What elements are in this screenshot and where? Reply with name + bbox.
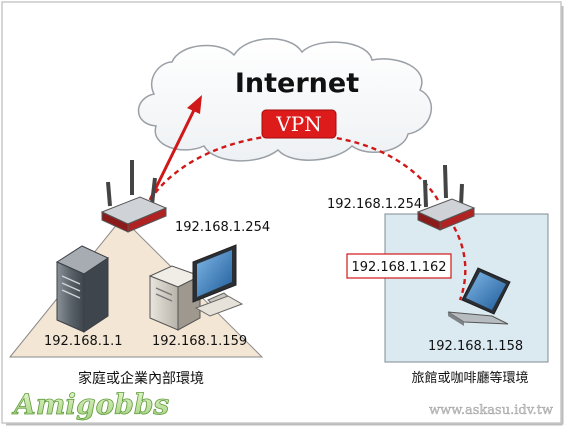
vpn-ip: 192.168.1.162	[351, 260, 446, 275]
server-ip: 192.168.1.1	[44, 334, 123, 349]
logo-text: Amigobbs	[11, 388, 169, 421]
laptop-ip: 192.168.1.158	[428, 339, 523, 354]
home-router-icon	[100, 160, 168, 233]
remote-router-ip: 192.168.1.254	[327, 197, 422, 212]
monitor-icon	[192, 244, 244, 317]
cloud-label: Internet	[235, 68, 359, 99]
laptop-icon	[447, 267, 511, 326]
remote-zone	[384, 213, 549, 363]
internet-arrow	[148, 95, 202, 201]
internet-cloud	[137, 38, 432, 162]
remote-router-icon	[416, 164, 476, 231]
remote-caption: 旅館或咖啡廳等環境	[411, 370, 528, 386]
vpn-badge: VPN	[261, 109, 337, 139]
pc-ip: 192.168.1.159	[152, 334, 247, 349]
home-router-ip: 192.168.1.254	[175, 220, 270, 235]
site-watermark: www.askasu.idv.tw	[429, 403, 553, 418]
home-caption: 家庭或企業內部環境	[78, 370, 204, 387]
vpn-label: VPN	[275, 112, 321, 136]
server-icon	[55, 245, 110, 333]
vpn-ip-box	[346, 253, 452, 279]
